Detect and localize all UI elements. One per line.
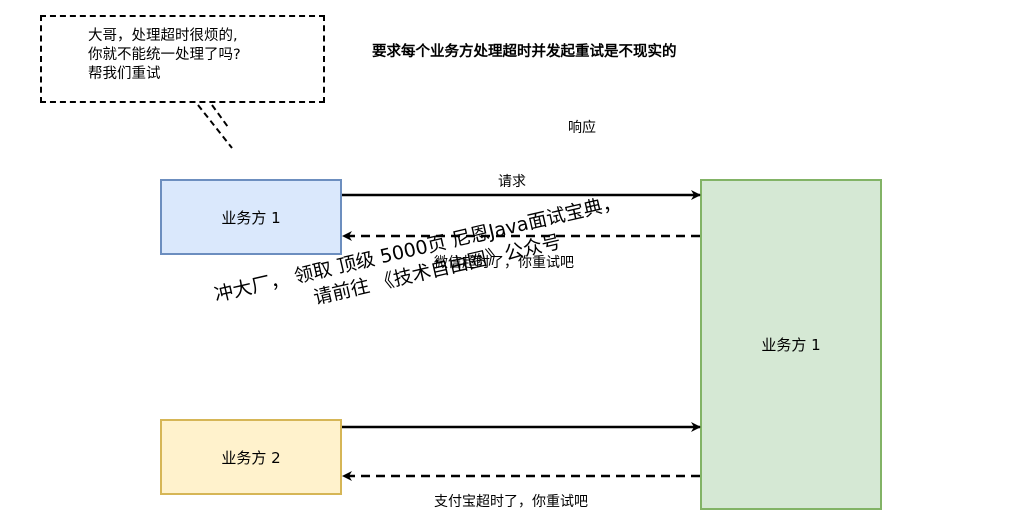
alipay-timeout-label: 支付宝超时了，你重试吧	[434, 494, 588, 510]
wechat-timeout-label: 微信超时了，你重试吧	[434, 255, 574, 271]
client-b-box: 业务方 2	[160, 419, 342, 495]
callout-line-3: 帮我们重试	[88, 66, 161, 82]
client-a-box: 业务方 1	[160, 179, 342, 255]
diagram-heading: 要求每个业务方处理超时并发起重试是不现实的	[372, 44, 677, 60]
client-a-label: 业务方 1	[221, 208, 281, 227]
callout-line-1: 大哥，处理超时很烦的,	[88, 28, 238, 44]
response-label: 响应	[568, 120, 596, 136]
request-label: 请求	[498, 174, 526, 190]
callout-tail-inner	[211, 104, 229, 128]
callout-line-2: 你就不能统一处理了吗?	[88, 47, 241, 63]
server-box: 业务方 1	[700, 179, 882, 510]
client-b-label: 业务方 2	[221, 448, 281, 467]
speech-bubble-callout: 大哥，处理超时很烦的, 你就不能统一处理了吗? 帮我们重试	[40, 15, 325, 103]
callout-tail	[197, 104, 233, 149]
server-label: 业务方 1	[761, 336, 821, 354]
